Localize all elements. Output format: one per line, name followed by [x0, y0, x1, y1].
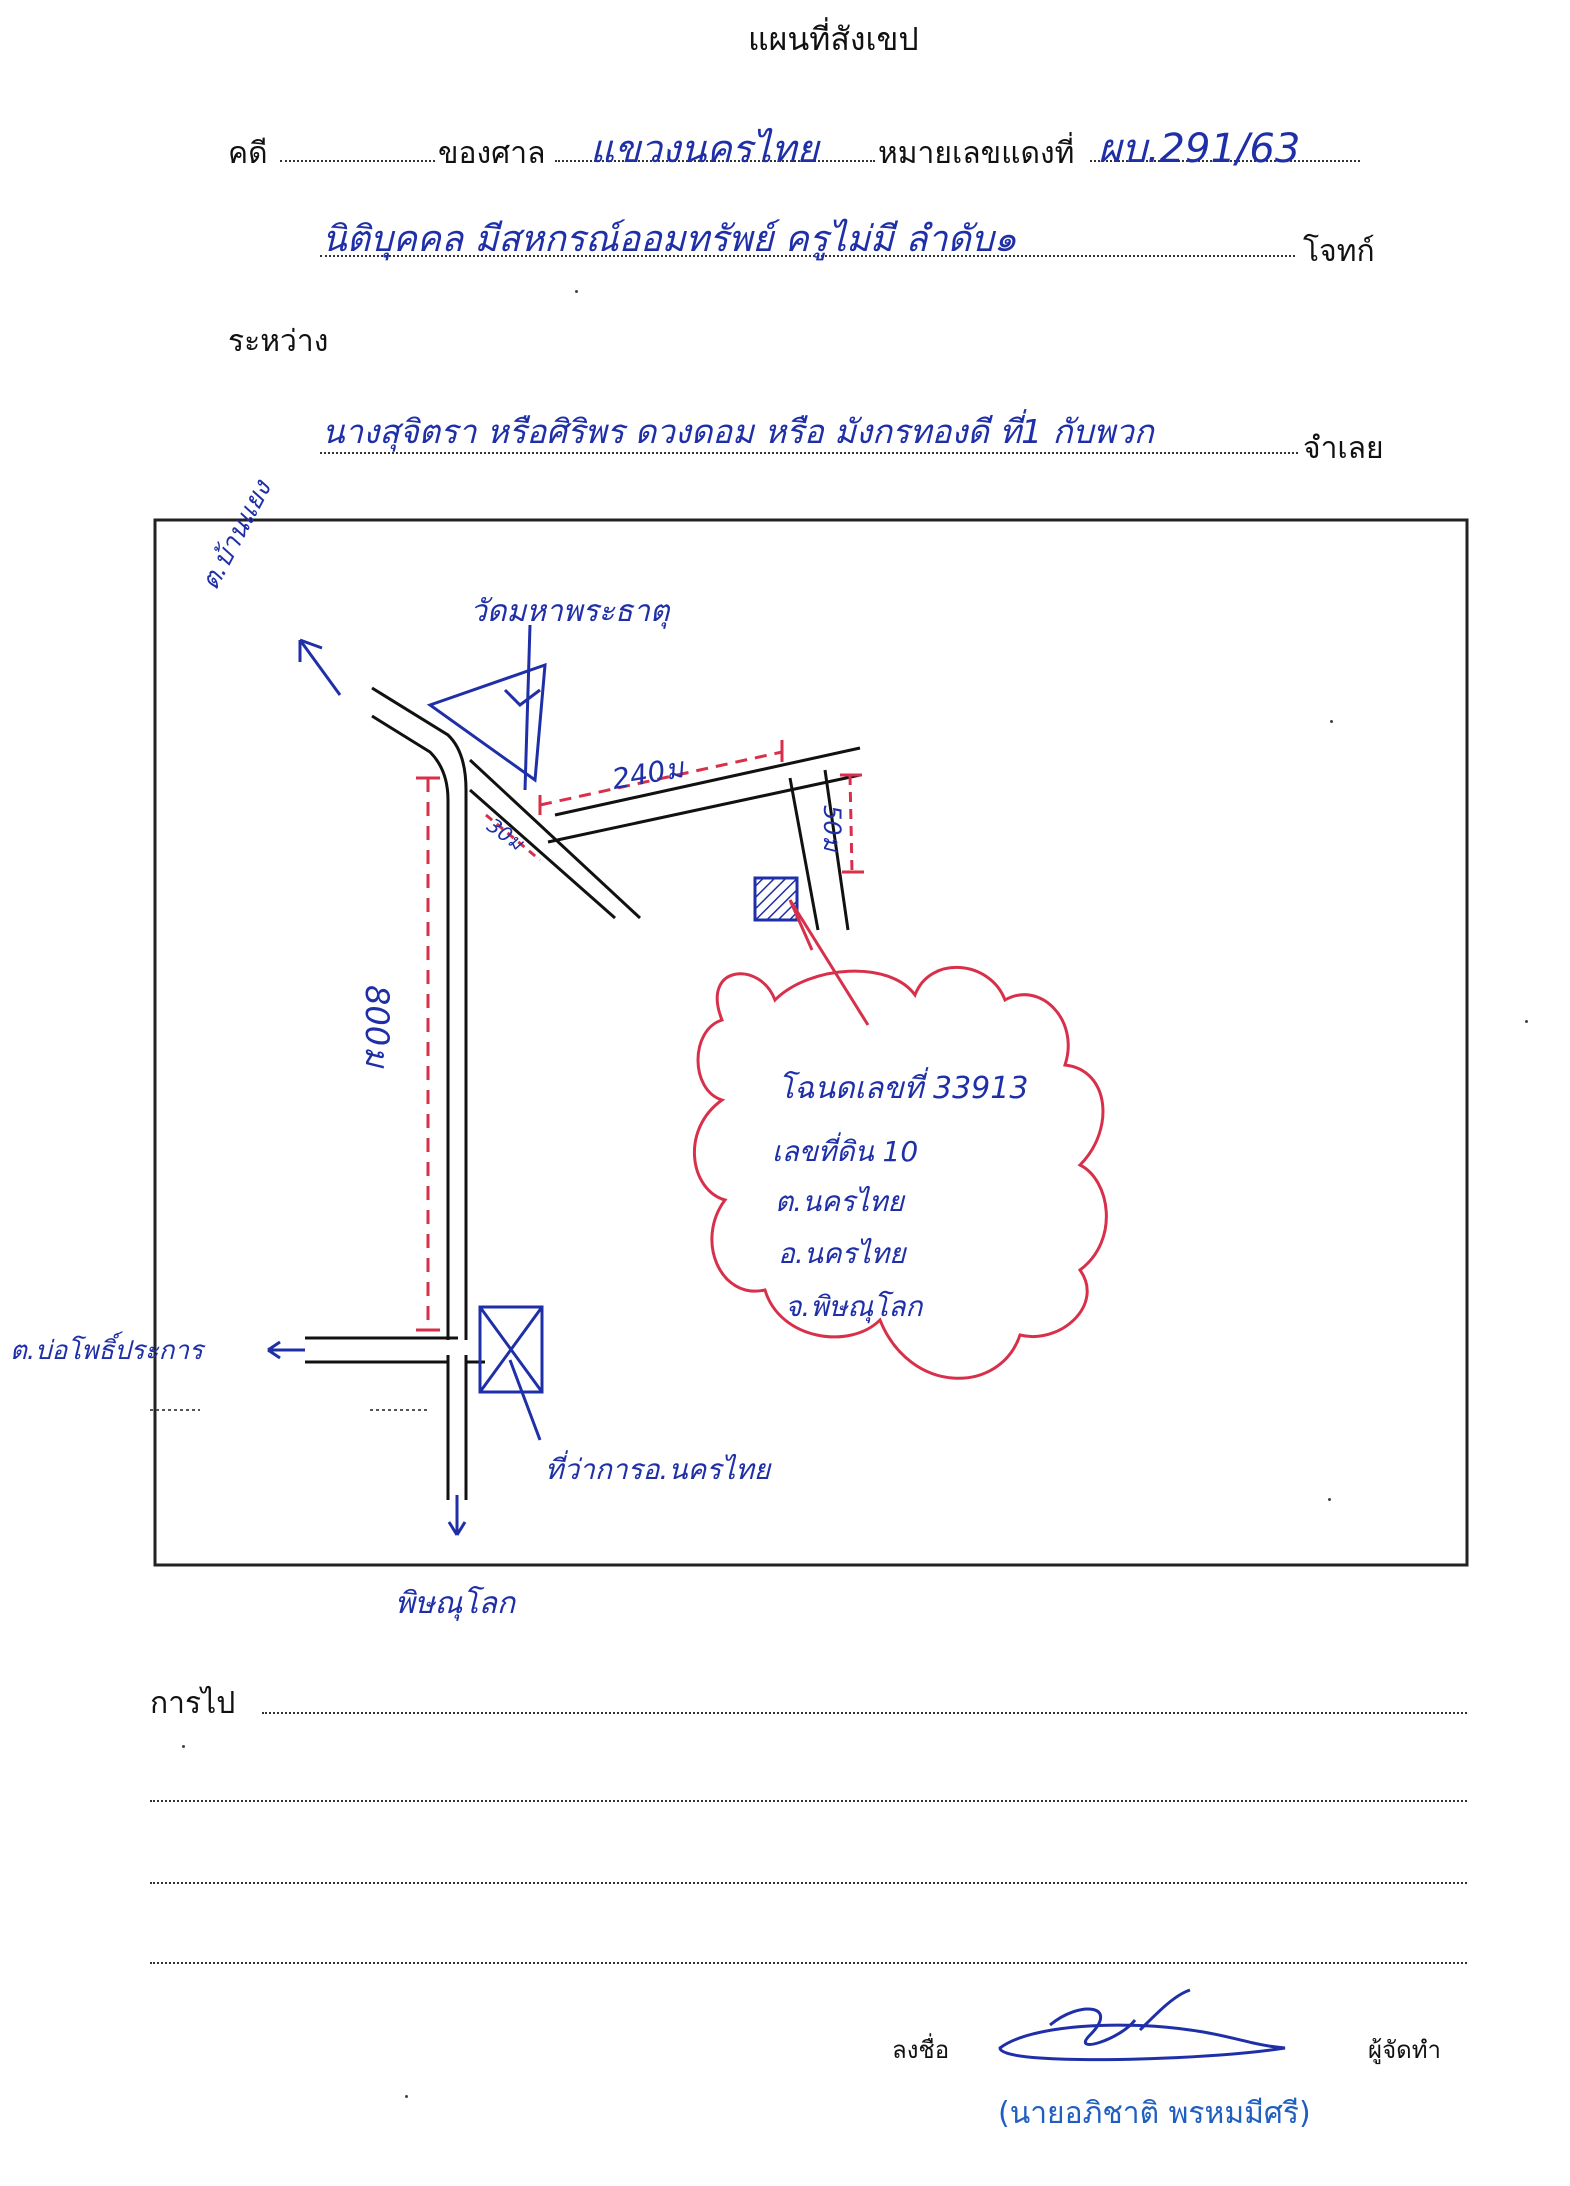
scan-speck: [1328, 1498, 1331, 1501]
distance-240-line: [538, 740, 784, 815]
signature: [998, 1988, 1286, 2062]
route-dots-2: [150, 1800, 1467, 1802]
scan-speck: [1525, 1020, 1528, 1023]
land-district: อ.นครไทย: [778, 1237, 906, 1270]
case-number-value: ผบ.291/63: [1098, 126, 1301, 172]
land-parcel: [753, 876, 799, 922]
land-subdistrict: ต.นครไทย: [775, 1185, 904, 1218]
land-province: จ.พิษณุโลก: [785, 1290, 923, 1323]
court-dots: [555, 160, 875, 162]
temple-shape: [426, 624, 547, 791]
office-pointer: [508, 1359, 542, 1441]
distance-50-line: [840, 773, 864, 874]
defendant-label: จำเลย: [1303, 431, 1384, 466]
north-arrow: [298, 638, 342, 696]
defendant-value: นางสุจิตรา หรือศิริพร ดวงดอม หรือ มังกรท…: [322, 412, 1154, 451]
east-road: [547, 746, 861, 844]
west-arrow: [267, 1340, 305, 1360]
maker-label: ผู้จัดทำ: [1368, 2036, 1442, 2064]
distance-30-line: [485, 813, 541, 862]
west-road: [305, 1336, 485, 1364]
scan-speck: [182, 1745, 185, 1748]
case-label: คดี: [228, 136, 268, 171]
land-number: เลขที่ดิน 10: [772, 1135, 919, 1168]
case-number-dots: [1090, 160, 1360, 162]
distance-vertical-label: 800ม: [358, 985, 396, 1068]
route-dots-1: [262, 1712, 1467, 1714]
sign-label: ลงชื่อ: [892, 2036, 950, 2064]
plaintiff-value: นิติบุคคล มีสหกรณ์ออมทรัพย์ ครูไม่มี ลำด…: [322, 219, 1017, 260]
distance-800-line: [416, 776, 440, 1332]
district-office-shape: [478, 1305, 544, 1394]
parcel-pointer: [788, 899, 870, 1026]
route-dots-4: [150, 1962, 1467, 1964]
route-dots-3: [150, 1882, 1467, 1884]
court-value: แขวงนครไทย: [590, 127, 819, 171]
court-label: ของศาล: [438, 136, 546, 171]
scan-speck: [405, 2095, 408, 2098]
land-info-cloud: [692, 965, 1108, 1380]
west-direction-label: ต.บ่อโพธิ์ประการ: [10, 1336, 203, 1366]
plaintiff-dots: [320, 255, 1295, 257]
main-road: [446, 1355, 468, 1500]
case-number-label: หมายเลขแดงที่: [878, 136, 1075, 171]
distance-south-side-label: 50ม: [818, 805, 846, 852]
defendant-dots: [320, 452, 1298, 454]
temple-label: วัดมหาพระธาตุ: [470, 594, 670, 629]
south-direction-label: พิษณุโลก: [395, 1586, 516, 1621]
side-road: [788, 769, 850, 931]
route-label: การไป: [150, 1686, 236, 1721]
land-deed-number: โฉนดเลขที่ 33913: [778, 1071, 1029, 1106]
map-frame: [153, 518, 1469, 1567]
page-title: แผนที่สังเขป: [748, 20, 919, 58]
scan-speck: [1330, 720, 1333, 723]
south-arrow: [447, 1495, 467, 1536]
office-label: ที่ว่าการอ.นครไทย: [545, 1453, 771, 1486]
signer-name: (นายอภิชาติ พรหมมีศรี): [998, 2096, 1311, 2131]
case-dots: [280, 160, 435, 162]
diagonal-road: [371, 686, 642, 1340]
between-label: ระหว่าง: [228, 324, 329, 359]
plaintiff-label: โจทก์: [1303, 234, 1375, 269]
scan-speck: [575, 290, 578, 293]
